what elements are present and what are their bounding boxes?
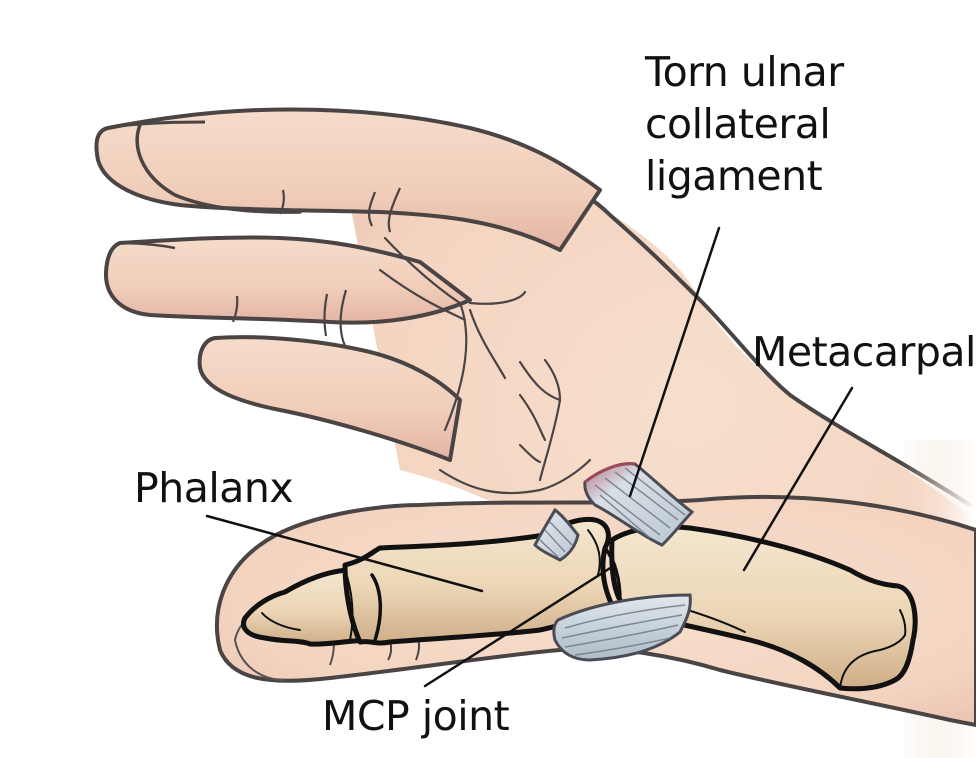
label-phalanx: Phalanx <box>134 464 294 512</box>
torn-ucl-proximal <box>583 462 695 547</box>
index-finger <box>94 107 602 252</box>
torn-ucl-distal <box>533 507 580 562</box>
ucl-leader-line <box>628 226 721 498</box>
label-metacarpal: Metacarpal <box>752 328 976 376</box>
label-torn-ulnar-collateral-ligament: Torn ulnar collateral ligament <box>645 46 844 202</box>
label-line: collateral <box>645 100 831 148</box>
phalanx-leader-line <box>205 514 484 593</box>
lower-collateral-ligament <box>552 593 692 662</box>
ring-finger <box>197 335 462 462</box>
leader-lines <box>205 226 854 688</box>
label-mcp-joint: MCP joint <box>322 692 510 740</box>
label-line: ligament <box>645 152 823 200</box>
metacarpal-leader-line <box>742 386 854 572</box>
mcp-joint-leader-line <box>423 563 617 688</box>
middle-finger <box>103 235 472 347</box>
label-line: Torn ulnar <box>645 48 844 96</box>
ligaments <box>533 462 695 662</box>
palm-creases <box>378 236 592 495</box>
